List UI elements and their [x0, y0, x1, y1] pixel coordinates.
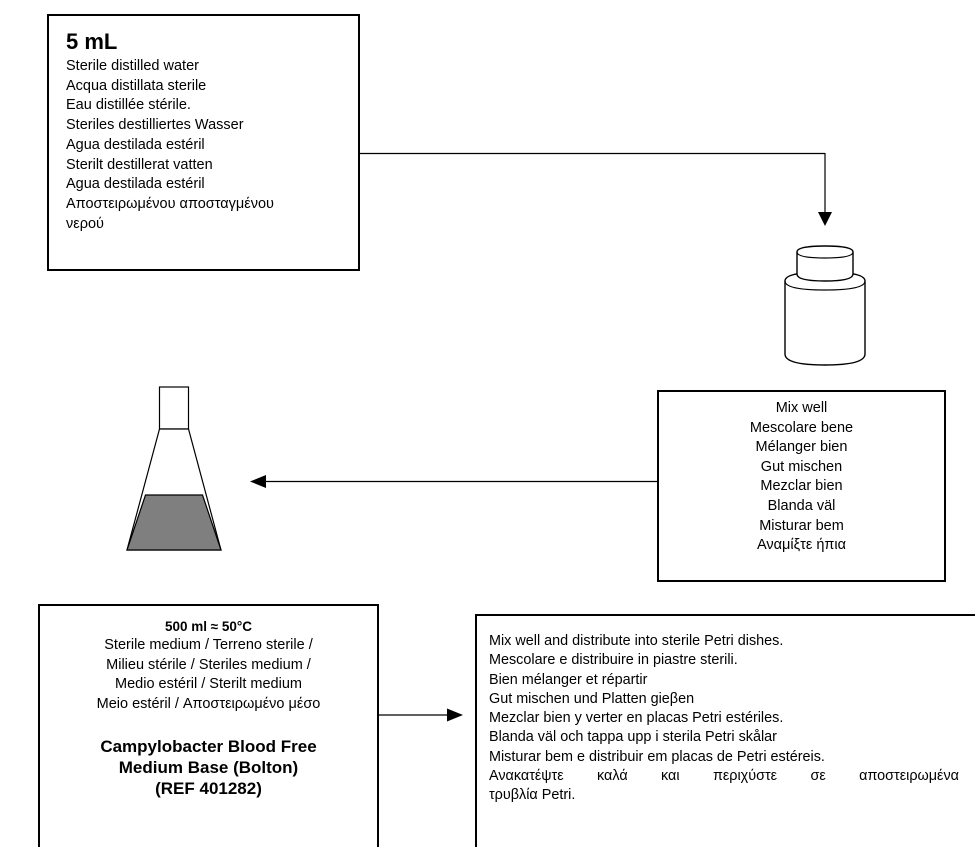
- distribution-line: Blanda väl och tappa upp i sterila Petri…: [489, 729, 777, 746]
- water-line: Acqua distillata sterile: [66, 77, 207, 94]
- water-line: Sterile distilled water: [66, 58, 199, 74]
- arrow-right-icon: [447, 708, 463, 722]
- flask-icon: [126, 386, 222, 551]
- product-name-line: Medium Base (Bolton): [118, 758, 299, 777]
- water-instruction-box: 5 mL Sterile distilled water Acqua disti…: [47, 14, 360, 271]
- mix-line: Αναμίξτε ήπια: [756, 537, 846, 554]
- distribution-line: Mescolare e distribuire in piastre steri…: [489, 652, 738, 669]
- mix-line: Mescolare bene: [749, 419, 854, 436]
- arrow-down-icon: [818, 212, 832, 226]
- mix-line: Gut mischen: [760, 458, 843, 475]
- water-line: νερού: [66, 215, 104, 232]
- mix-language-list: Mix well Mescolare bene Mélanger bien Gu…: [659, 399, 944, 556]
- distribution-line: Mix well and distribute into sterile Pet…: [489, 633, 784, 649]
- mix-to-flask-connector: [250, 475, 658, 488]
- distribution-line: Bien mélanger et répartir: [489, 671, 648, 688]
- distribution-line: Misturar bem e distribuir em placas de P…: [489, 748, 825, 765]
- water-line: Αποστειρωμένου αποσταγμένου: [66, 195, 274, 212]
- mix-line: Mezclar bien: [760, 478, 843, 495]
- water-line: Agua destilada estéril: [66, 176, 205, 193]
- mix-line: Mix well: [775, 400, 828, 416]
- water-volume-label: 5 mL: [66, 29, 118, 54]
- mix-line: Misturar bem: [759, 517, 844, 534]
- medium-info-box: 500 ml ≈ 50°C Sterile medium / Terreno s…: [38, 604, 379, 847]
- distribution-line: τρυβλία Petri.: [489, 787, 576, 804]
- distribution-instruction-box: Mix well and distribute into sterile Pet…: [475, 614, 975, 847]
- distribution-language-list: Mix well and distribute into sterile Pet…: [489, 632, 965, 806]
- water-language-list: Sterile distilled water Acqua distillata…: [66, 57, 358, 234]
- water-line: Eau distillée stérile.: [66, 97, 191, 114]
- medium-line: Sterile medium / Terreno sterile /: [104, 637, 313, 653]
- medium-to-dishes-connector: [379, 708, 463, 722]
- distribution-line: Mezclar bien y verter en placas Petri es…: [489, 710, 784, 727]
- vial-icon: [784, 245, 866, 366]
- arrow-left-icon: [250, 475, 266, 488]
- distribution-line: Gut mischen und Platten gieβen: [489, 690, 695, 707]
- water-line: Sterilt destillerat vatten: [66, 156, 213, 173]
- medium-line: Medio estéril / Sterilt medium: [115, 676, 302, 692]
- mix-instruction-box: Mix well Mescolare bene Mélanger bien Gu…: [657, 390, 946, 582]
- product-name: Campylobacter Blood Free Medium Base (Bo…: [46, 736, 371, 799]
- medium-volume-temperature: 500 ml ≈ 50°C: [164, 619, 253, 634]
- medium-line: Meio estéril / Αποστειρωμένο μέσο: [96, 695, 321, 712]
- mix-line: Mélanger bien: [755, 439, 848, 456]
- medium-line: Milieu stérile / Steriles medium /: [106, 656, 311, 673]
- product-reference: (REF 401282): [155, 779, 262, 798]
- water-line: Agua destilada estéril: [66, 136, 205, 153]
- product-name-line: Campylobacter Blood Free: [100, 737, 317, 756]
- water-line: Steriles destilliertes Wasser: [66, 117, 244, 134]
- distribution-line: Ανακατέψτε καλά και περιχύστε σε αποστει…: [489, 768, 959, 785]
- medium-language-list: Sterile medium / Terreno sterile / Milie…: [46, 636, 371, 714]
- water-to-vial-connector: [360, 152, 832, 226]
- mix-line: Blanda väl: [767, 497, 836, 514]
